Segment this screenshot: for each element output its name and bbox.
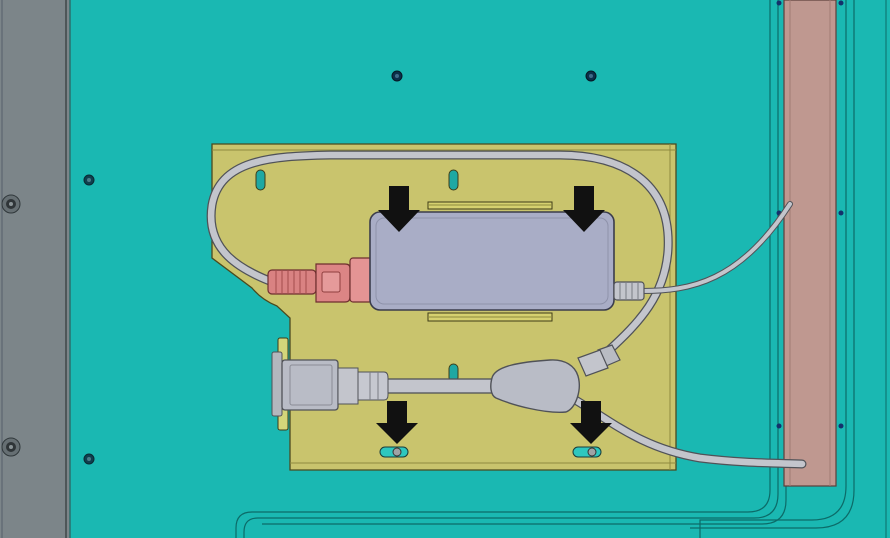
right-frame (235, 0, 855, 538)
power-supply-adapter (369, 211, 615, 311)
strap-clips (427, 201, 553, 322)
lower-slot-right (572, 446, 602, 458)
y-splitter (490, 359, 580, 413)
down-arrow-icon (376, 401, 418, 444)
dc-strain-relief (613, 281, 645, 301)
rail-screw-bottom (1, 437, 21, 457)
bracket-slots (255, 169, 459, 383)
lower-slot-left (379, 446, 409, 458)
panel-holes (83, 70, 597, 465)
left-rail (0, 0, 71, 538)
down-arrow-icon (378, 186, 420, 232)
panel-mount-connector (271, 337, 389, 431)
connector-cable (384, 378, 496, 394)
strain-relief (577, 344, 621, 377)
rail-screw-top (1, 194, 21, 214)
iec-plug (267, 257, 373, 303)
right-strip (783, 0, 837, 487)
down-arrow-icon (570, 401, 612, 444)
down-arrow-icon (563, 186, 605, 232)
